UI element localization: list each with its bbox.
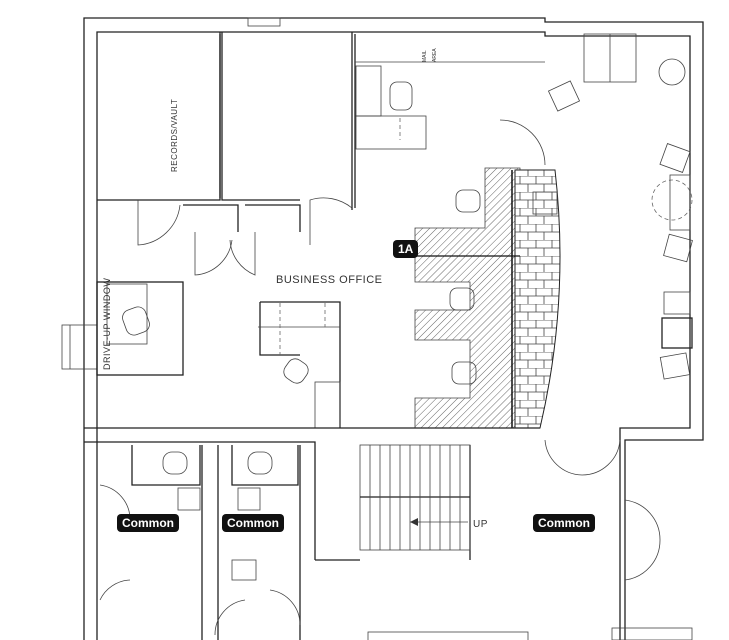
chair-icon [389, 81, 413, 111]
mail-area-label-1: MAIL [422, 50, 428, 62]
staircase [359, 444, 471, 551]
chair-icon [547, 80, 581, 112]
toilet-icon [162, 451, 188, 475]
drive-up-window-label: DRIVE-UP WINDOW [102, 278, 112, 370]
section-marker-1a: 1A [393, 240, 419, 258]
business-office-label: BUSINESS OFFICE [276, 274, 383, 286]
chair-icon [455, 189, 481, 213]
workstation [258, 301, 341, 429]
toilet-icon [247, 451, 273, 475]
mail-area-label-2: AREA [432, 48, 438, 62]
drive-up-window-booth: DRIVE-UP WINDOW [96, 278, 184, 376]
chair-icon [659, 143, 691, 173]
lobby-furniture [547, 33, 693, 380]
chair-icon [663, 233, 693, 263]
mail-area [355, 61, 545, 150]
common-area-tag: Common [117, 514, 179, 532]
chair-icon [122, 306, 150, 336]
chair-icon [663, 291, 691, 315]
records-vault-label: RECORDS/VAULT [170, 99, 179, 172]
table-icon [651, 179, 693, 221]
sink-icon [237, 487, 261, 511]
common-area-tag: Common [533, 514, 595, 532]
chair-icon [449, 287, 475, 311]
chair-icon [532, 191, 558, 215]
chair-icon [283, 358, 309, 384]
teller-counter [414, 167, 561, 429]
common-area-tag: Common [222, 514, 284, 532]
exterior-walls [61, 17, 704, 640]
lower-walls [84, 427, 693, 640]
stairs-up-label: UP [473, 519, 488, 530]
doors [137, 119, 661, 581]
chair-icon [661, 317, 693, 349]
plant-icon [658, 58, 686, 86]
chair-icon [659, 352, 691, 380]
chair-icon [451, 361, 477, 385]
sink-icon [177, 487, 201, 511]
records-vault-room [97, 32, 356, 210]
